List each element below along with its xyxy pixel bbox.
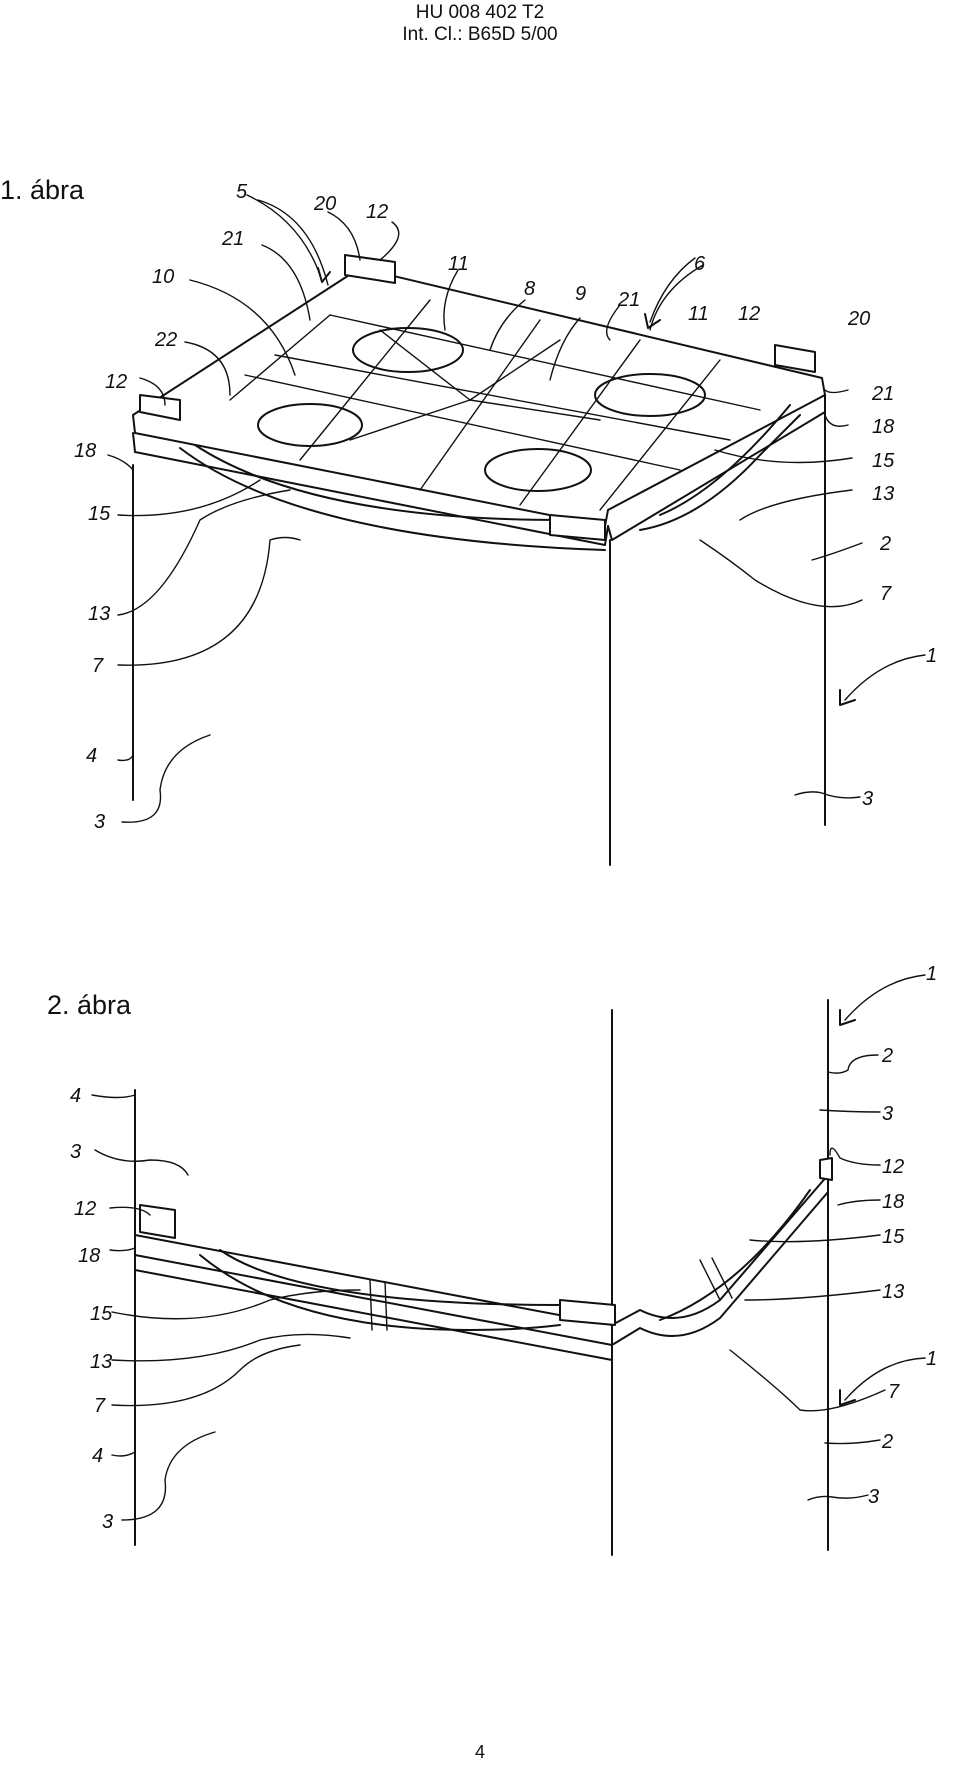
ref-label: 15 [88,503,111,525]
figure-2-title: 2. ábra [47,990,132,1020]
ref-label: 13 [882,1281,904,1303]
classification: Int. Cl.: B65D 5/00 [402,24,558,45]
ref-label: 22 [154,329,177,351]
ref-label: 15 [882,1226,905,1248]
ref-label: 1 [926,1348,937,1370]
ref-label: 15 [872,450,895,472]
ref-label: 13 [88,603,110,625]
ref-label: 1 [926,645,937,667]
ref-label: 13 [872,483,894,505]
ref-label: 2 [879,533,891,555]
ref-label: 21 [871,383,894,405]
ref-label: 4 [70,1085,81,1107]
ref-label: 5 [236,181,248,203]
ref-label: 21 [617,289,640,311]
ref-label: 12 [738,303,760,325]
ref-label: 8 [524,278,535,300]
figure-2-labels: 1 2 4 3 3 12 12 18 18 15 15 13 13 1 7 7 … [70,963,937,1533]
ref-label: 3 [882,1103,893,1125]
document-number: HU 008 402 T2 [415,2,545,23]
figure-2-drawing [91,974,926,1556]
figure-1-labels: 5 20 12 21 11 8 9 21 6 11 12 20 10 22 12… [74,181,937,833]
ref-label: 12 [882,1156,904,1178]
ref-label: 7 [888,1381,900,1403]
ref-label: 18 [74,440,96,462]
ref-label: 10 [152,266,174,288]
ref-label: 3 [102,1511,113,1533]
ref-label: 11 [688,303,709,325]
ref-label: 20 [847,308,870,330]
ref-label: 4 [86,745,97,767]
ref-label: 13 [90,1351,112,1373]
ref-label: 3 [862,788,873,810]
ref-label: 3 [70,1141,81,1163]
ref-label: 20 [313,193,336,215]
ref-label: 3 [868,1486,879,1508]
figure-1-drawing [107,194,926,866]
page-number: 4 [474,1742,485,1762]
ref-label: 7 [94,1395,106,1417]
ref-label: 12 [105,371,127,393]
figure-1-title: 1. ábra [0,175,85,205]
ref-label: 15 [90,1303,113,1325]
ref-label: 11 [448,253,469,275]
ref-label: 12 [366,201,388,223]
ref-label: 7 [880,583,892,605]
ref-label: 3 [94,811,105,833]
ref-label: 18 [78,1245,100,1267]
ref-label: 6 [694,253,706,275]
ref-label: 7 [92,655,104,677]
ref-label: 1 [926,963,937,985]
ref-label: 18 [872,416,894,438]
ref-label: 9 [575,283,586,305]
ref-label: 4 [92,1445,103,1467]
ref-label: 2 [881,1045,893,1067]
ref-label: 21 [221,228,244,250]
ref-label: 2 [881,1431,893,1453]
ref-label: 12 [74,1198,96,1220]
ref-label: 18 [882,1191,904,1213]
